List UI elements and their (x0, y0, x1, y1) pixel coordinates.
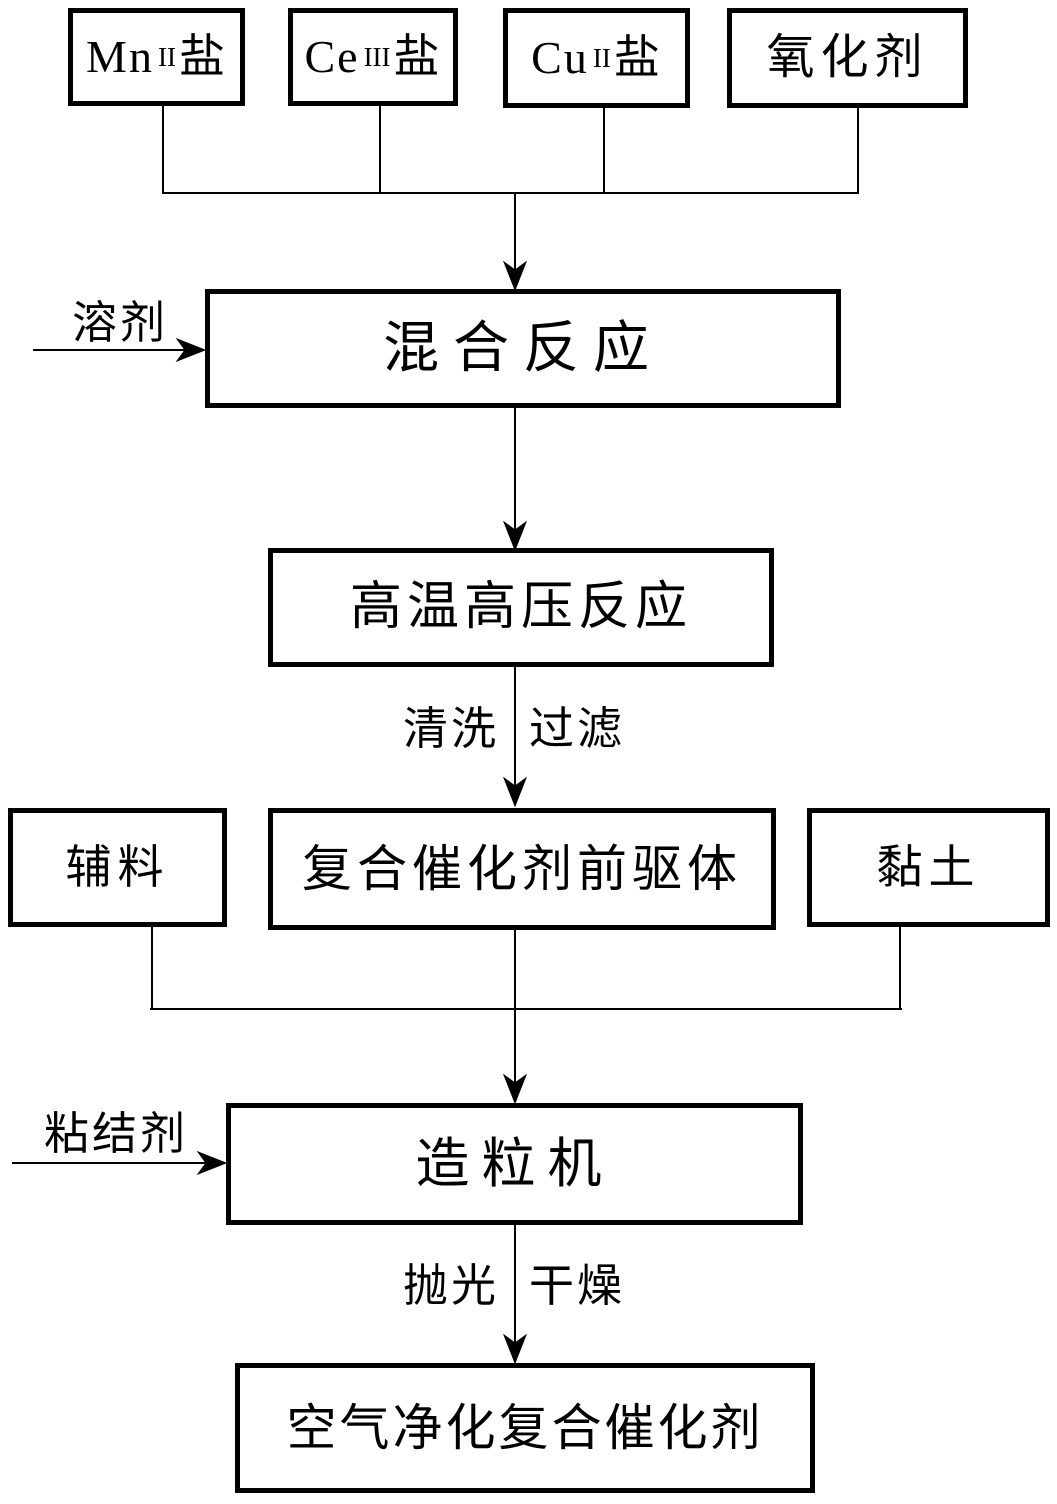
mn-salt-suffix: 盐 (178, 31, 227, 82)
mixing-reaction-label: 混合反应 (383, 317, 663, 380)
box-hthp-reaction: 高温高压反应 (268, 548, 774, 667)
ce-salt-symbol: Ce (304, 31, 360, 82)
arrowhead-binder (196, 1150, 228, 1176)
arrowhead-into-product (502, 1333, 528, 1365)
binder-label: 粘结剂 (43, 1109, 188, 1159)
box-mixing-reaction: 混合反应 (205, 289, 841, 408)
box-clay: 黏土 (807, 808, 1050, 927)
arrowhead-into-precursor (502, 776, 528, 808)
granulator-label: 造粒机 (415, 1134, 614, 1194)
box-auxiliary: 辅料 (8, 808, 227, 927)
ce-salt-suffix: 盐 (393, 31, 442, 82)
wash-label: 清洗 (402, 704, 499, 754)
cu-salt-symbol: Cu (531, 32, 589, 83)
oxidizer-label: 氧化剂 (766, 31, 929, 84)
hthp-reaction-label: 高温高压反应 (349, 578, 692, 636)
top-bus-connectors (162, 104, 859, 292)
precursor-label: 复合催化剂前驱体 (302, 841, 742, 897)
box-granulator: 造粒机 (226, 1103, 803, 1225)
solvent-connector (33, 337, 207, 363)
mixing-to-hthp-connector (502, 408, 528, 552)
hthp-to-precursor-connector (502, 667, 528, 808)
final-product-label: 空气净化复合催化剂 (286, 1400, 764, 1456)
box-precursor: 复合催化剂前驱体 (268, 808, 776, 930)
cu-salt-suffix: 盐 (613, 32, 662, 83)
arrowhead-into-hthp (502, 520, 528, 552)
arrowhead-into-mixing (502, 260, 528, 292)
clay-label: 黏土 (876, 841, 981, 893)
filter-label: 过滤 (528, 704, 625, 754)
arrowhead-solvent (175, 337, 207, 363)
middle-bus-connectors (150, 925, 902, 1105)
auxiliary-label: 辅料 (65, 841, 170, 893)
arrowhead-into-granulator (502, 1073, 528, 1105)
box-oxidizer: 氧化剂 (727, 8, 968, 108)
dry-label: 干燥 (528, 1261, 625, 1311)
mn-salt-symbol: Mn (86, 31, 154, 82)
box-final-product: 空气净化复合催化剂 (235, 1363, 815, 1493)
granulator-to-product-connector (502, 1225, 528, 1365)
polish-label: 抛光 (402, 1261, 499, 1311)
binder-connector (12, 1150, 228, 1176)
solvent-label: 溶剂 (71, 298, 168, 348)
